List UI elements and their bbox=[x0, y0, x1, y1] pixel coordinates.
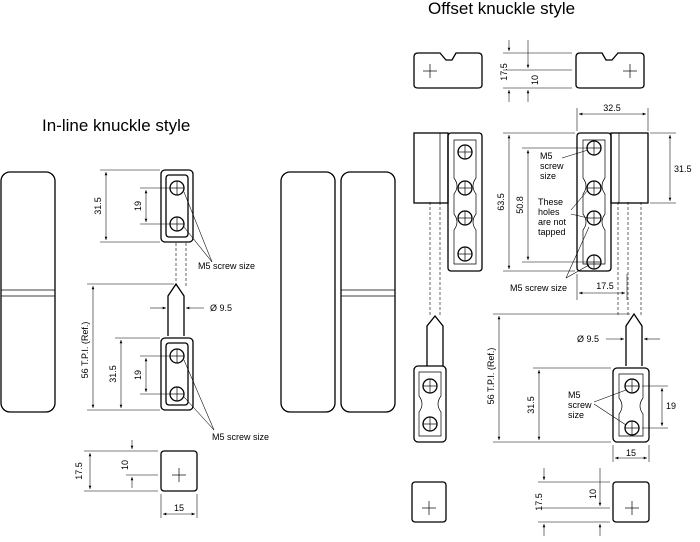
offset-right-pin bbox=[606, 312, 660, 366]
inline-lower-leaf bbox=[160, 337, 194, 411]
offset-m5-leader bbox=[561, 149, 589, 159]
offset-m5-label: M5 bbox=[540, 151, 553, 161]
offset-dim-31-5-upper: 31.5 bbox=[674, 164, 692, 174]
inline-m5-leader-lower bbox=[183, 359, 215, 431]
offset-dim-50-8: 50.8 bbox=[515, 196, 525, 214]
inline-end-view bbox=[84, 440, 198, 518]
offset-left-upper-leaf bbox=[413, 132, 483, 316]
offset-top-end-dims bbox=[503, 40, 572, 102]
offset-bottom-end-view-left bbox=[411, 481, 447, 523]
inline-dim-19-upper: 19 bbox=[133, 201, 143, 211]
offset-dim-pin-dia: Ø 9.5 bbox=[577, 334, 599, 344]
offset-dim-32-5: 32.5 bbox=[603, 103, 621, 113]
offset-lower-m5-leader bbox=[593, 389, 627, 426]
offset-right-upper-dims bbox=[503, 108, 676, 272]
offset-lower-screw-label: screw bbox=[568, 400, 592, 410]
offset-lower-size-label: size bbox=[568, 410, 584, 420]
inline-dim-pin-dia: Ø 9.5 bbox=[210, 303, 232, 313]
offset-title: Offset knuckle style bbox=[428, 0, 575, 18]
inline-pin bbox=[150, 282, 204, 336]
offset-tapped-label: tapped bbox=[538, 227, 566, 237]
inline-dim-31-5-lower: 31.5 bbox=[108, 365, 118, 383]
inline-dim-17-5: 17.5 bbox=[74, 462, 84, 480]
offset-dim-15-lower: 15 bbox=[626, 448, 636, 458]
offset-top-end-view-left bbox=[413, 52, 483, 89]
offset-bottom-end-view-right bbox=[538, 468, 650, 536]
offset-untapped-leader bbox=[570, 189, 589, 219]
inline-hinge-side-view bbox=[0, 171, 56, 413]
inline-title: In-line knuckle style bbox=[42, 116, 190, 135]
offset-m5-screw-size-label: M5 screw size bbox=[510, 283, 567, 293]
offset-hinge-side-view bbox=[280, 171, 396, 413]
inline-dim-19-lower: 19 bbox=[133, 370, 143, 380]
inline-m5-leader-upper bbox=[183, 191, 213, 263]
inline-m5-label-upper: M5 screw size bbox=[198, 261, 255, 271]
inline-m5-label-lower: M5 screw size bbox=[212, 432, 269, 442]
offset-holes-label: holes bbox=[538, 207, 560, 217]
inline-dim-tpi: 56 T.P.I. (Ref.) bbox=[80, 322, 90, 379]
offset-top-end-view-right bbox=[575, 52, 645, 89]
offset-screw-label: screw bbox=[540, 161, 564, 171]
offset-top-dim-17-5: 17.5 bbox=[499, 63, 509, 81]
inline-dim-15: 15 bbox=[174, 503, 184, 513]
offset-lower-m5-label: M5 bbox=[568, 390, 581, 400]
offset-dim-17-5-h: 17.5 bbox=[596, 281, 614, 291]
offset-dim-tpi: 56 T.P.I. (Ref.) bbox=[486, 348, 496, 405]
offset-top-dim-10: 10 bbox=[530, 75, 540, 85]
inline-dim-10: 10 bbox=[120, 460, 130, 470]
offset-right-lower-dims bbox=[493, 313, 668, 462]
offset-dim-17-5-horizontal bbox=[576, 274, 628, 300]
offset-are-not-label: are not bbox=[538, 217, 567, 227]
offset-size-label: size bbox=[540, 171, 556, 181]
inline-upper-dims bbox=[100, 169, 170, 243]
offset-bottom-dim-10: 10 bbox=[588, 489, 598, 499]
inline-dim-31-5-upper: 31.5 bbox=[93, 197, 103, 215]
offset-these-label: These bbox=[538, 197, 563, 207]
inline-upper-leaf bbox=[160, 169, 194, 286]
offset-dim-63-5: 63.5 bbox=[496, 193, 506, 211]
offset-right-upper-leaf bbox=[576, 132, 649, 316]
inline-lower-dims bbox=[87, 283, 174, 411]
offset-dim-19: 19 bbox=[666, 401, 676, 411]
offset-dim-31-5-lower: 31.5 bbox=[526, 396, 536, 414]
offset-right-lower-leaf bbox=[612, 367, 650, 443]
offset-m5-leader-lower bbox=[565, 226, 590, 279]
offset-bottom-dim-17-5: 17.5 bbox=[534, 493, 544, 511]
offset-left-lower-leaf bbox=[413, 314, 447, 443]
